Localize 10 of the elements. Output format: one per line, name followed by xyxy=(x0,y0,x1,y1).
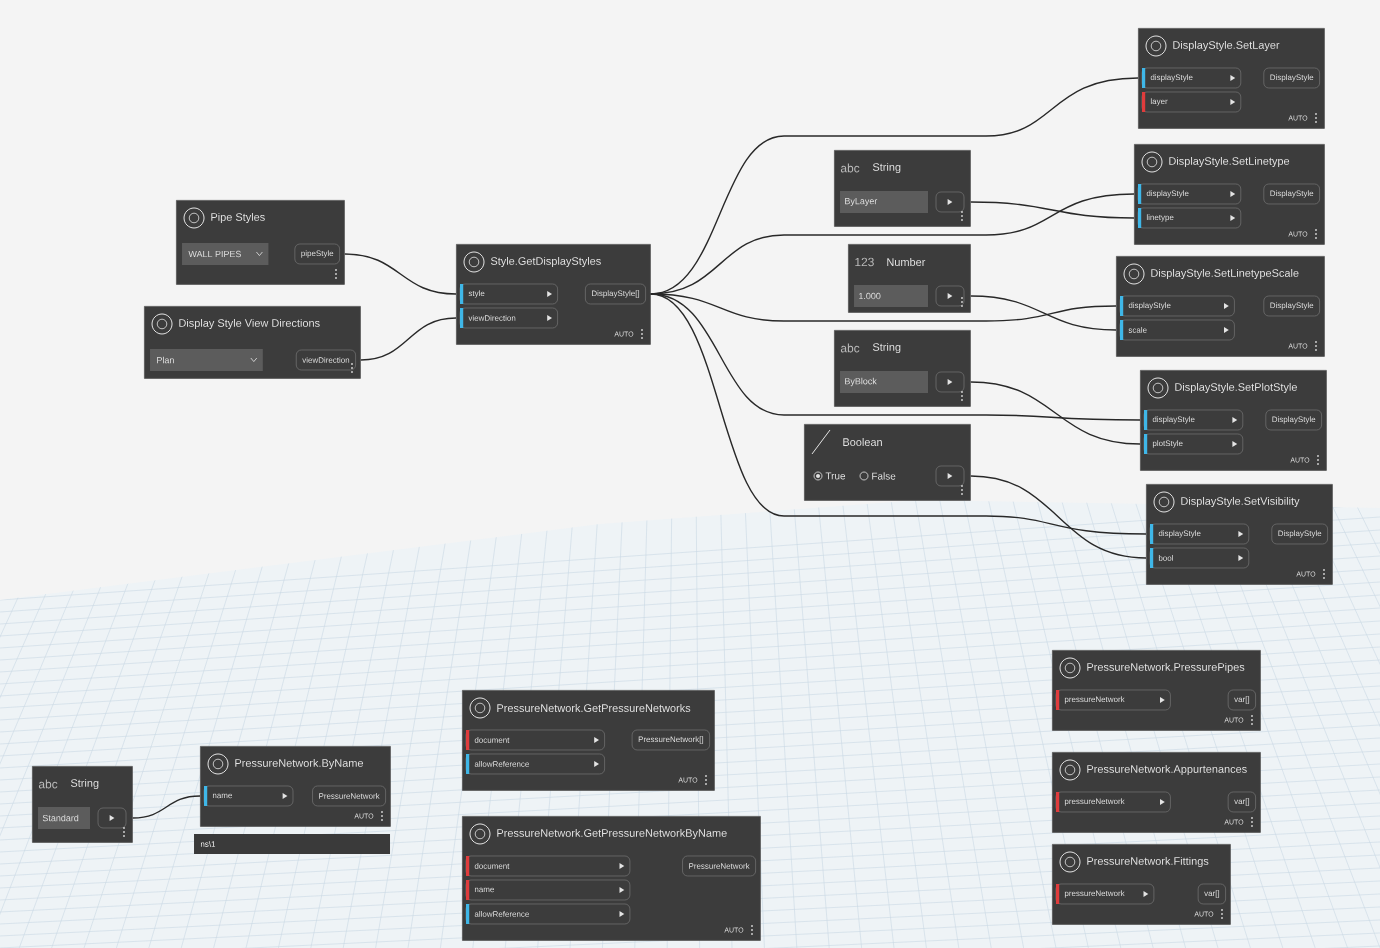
wire xyxy=(344,253,457,295)
wire xyxy=(650,293,1141,421)
wire xyxy=(970,295,1117,331)
wire xyxy=(970,475,1147,559)
wire xyxy=(650,293,1147,535)
wire xyxy=(970,381,1141,445)
wire xyxy=(132,795,201,819)
wire xyxy=(650,293,1117,322)
wire xyxy=(360,317,457,361)
wire xyxy=(970,201,1135,219)
